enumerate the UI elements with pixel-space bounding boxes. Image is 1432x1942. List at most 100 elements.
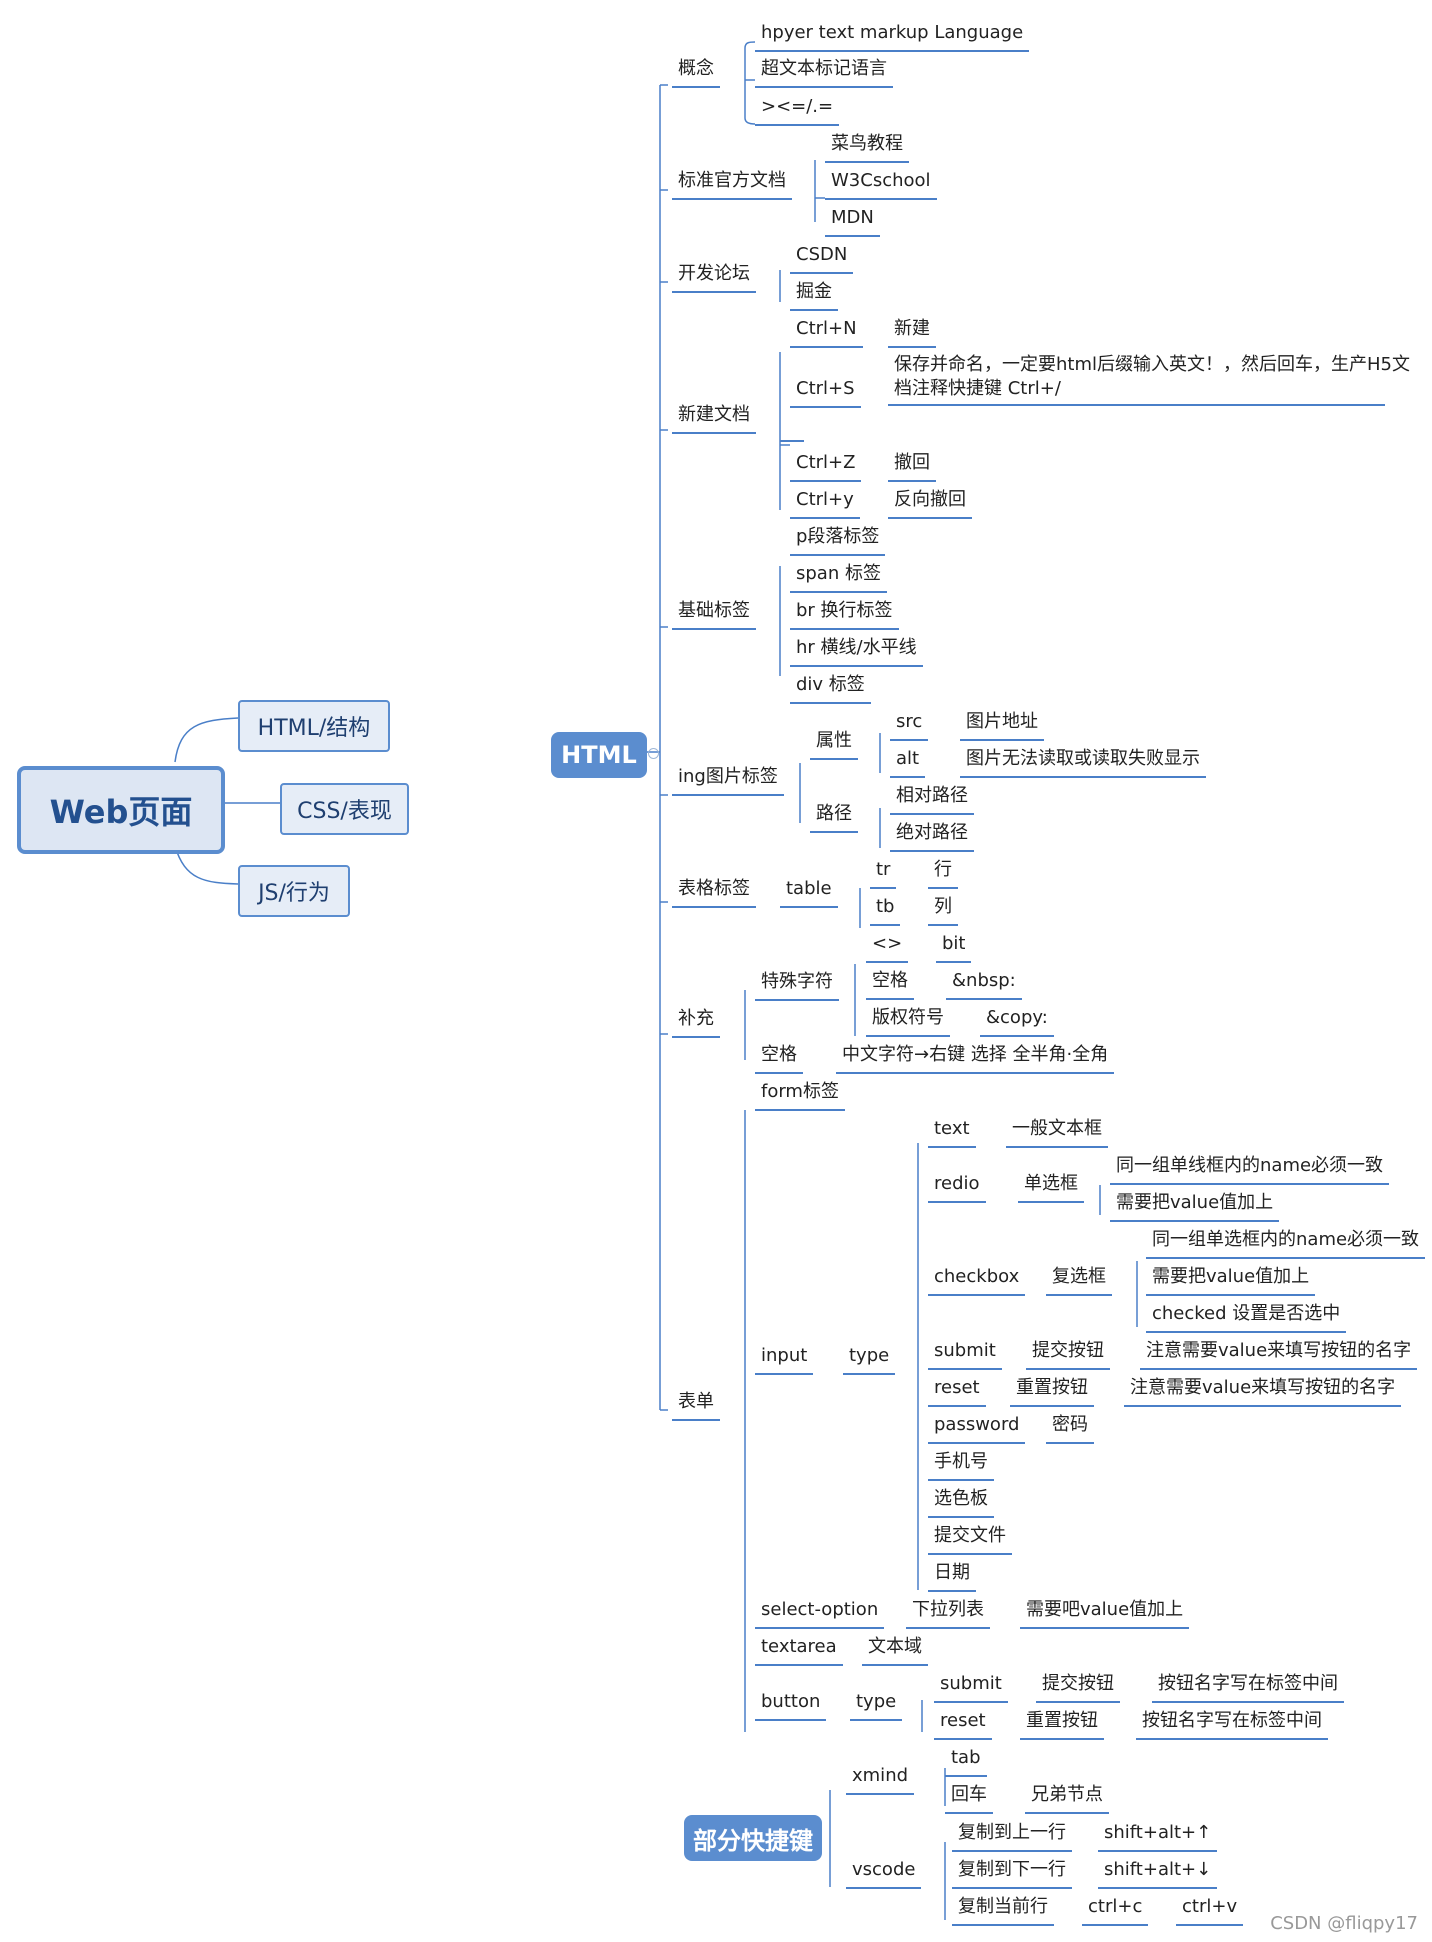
node-supp-lt[interactable]: <> [866, 933, 909, 963]
node-select-val[interactable]: 下拉列表 [906, 1599, 990, 1629]
node-newdoc[interactable]: 新建文档 [672, 404, 756, 434]
node-basic-item[interactable]: span 标签 [790, 563, 887, 593]
node-concept-item[interactable]: ><=/.= [755, 96, 840, 126]
node-js-behavior[interactable]: JS/行为 [238, 865, 350, 917]
node-button-type[interactable]: type [850, 1691, 903, 1721]
node-table-table[interactable]: table [780, 878, 838, 908]
node-docs-item[interactable]: MDN [825, 207, 880, 237]
node-type-phone[interactable]: 手机号 [928, 1451, 994, 1481]
node-type-reset-val[interactable]: 重置按钮 [1010, 1377, 1094, 1407]
node-button-submit-note[interactable]: 按钮名字写在标签中间 [1152, 1673, 1344, 1703]
node-xmind-enter[interactable]: 回车 [945, 1784, 993, 1814]
node-supp-special[interactable]: 特殊字符 [755, 971, 839, 1001]
node-vscode-cur-val[interactable]: ctrl+v [1176, 1896, 1244, 1926]
node-type-file[interactable]: 提交文件 [928, 1525, 1012, 1555]
node-type-password[interactable]: password [928, 1414, 1026, 1444]
node-basic-item[interactable]: p段落标签 [790, 526, 886, 556]
node-newdoc-val[interactable]: 反向撤回 [888, 489, 972, 519]
node-img-src[interactable]: src [890, 711, 929, 741]
node-vscode-up[interactable]: 复制到上一行 [952, 1822, 1072, 1852]
collapse-icon[interactable] [648, 748, 659, 759]
node-docs-item[interactable]: W3Cschool [825, 170, 937, 200]
node-concept[interactable]: 概念 [672, 58, 720, 88]
node-img[interactable]: ing图片标签 [672, 766, 784, 796]
node-newdoc-key[interactable]: Ctrl+Z [790, 452, 862, 482]
node-supp-copy-val[interactable]: &copy: [980, 1007, 1054, 1037]
node-checkbox-note[interactable]: 同一组单选框内的name必须一致 [1146, 1229, 1426, 1259]
node-basic-item[interactable]: br 换行标签 [790, 600, 899, 630]
node-button[interactable]: button [755, 1691, 827, 1721]
node-submit-note[interactable]: 注意需要value来填写按钮的名字 [1140, 1340, 1418, 1370]
node-img-alt[interactable]: alt [890, 748, 926, 778]
empty-node[interactable] [780, 440, 804, 442]
node-css-presentation[interactable]: CSS/表现 [280, 783, 409, 835]
node-img-path[interactable]: 路径 [810, 803, 858, 833]
node-select[interactable]: select-option [755, 1599, 885, 1629]
node-table[interactable]: 表格标签 [672, 878, 756, 908]
node-img-rel[interactable]: 相对路径 [890, 785, 974, 815]
node-button-submit-val[interactable]: 提交按钮 [1036, 1673, 1120, 1703]
node-table-tr[interactable]: tr [870, 859, 897, 889]
node-button-reset[interactable]: reset [934, 1710, 992, 1740]
node-supp[interactable]: 补充 [672, 1008, 720, 1038]
node-newdoc-val[interactable]: 保存并命名，一定要html后缀输入英文！，然后回车，生产H5文 [894, 354, 1410, 375]
node-supp-copy[interactable]: 版权符号 [866, 1007, 950, 1037]
node-table-tb-val[interactable]: 列 [928, 896, 958, 926]
node-html-main[interactable]: HTML [551, 732, 647, 778]
node-html-structure[interactable]: HTML/结构 [238, 700, 390, 752]
node-type-submit-val[interactable]: 提交按钮 [1026, 1340, 1110, 1370]
node-vscode[interactable]: vscode [846, 1859, 922, 1889]
node-forums[interactable]: 开发论坛 [672, 263, 756, 293]
node-form[interactable]: 表单 [672, 1391, 720, 1421]
node-type-submit[interactable]: submit [928, 1340, 1002, 1370]
node-basic-item[interactable]: div 标签 [790, 674, 871, 704]
node-type-checkbox[interactable]: checkbox [928, 1266, 1026, 1296]
node-type-checkbox-val[interactable]: 复选框 [1046, 1266, 1112, 1296]
node-forum-item[interactable]: 掘金 [790, 281, 838, 311]
node-xmind[interactable]: xmind [846, 1765, 915, 1795]
node-newdoc-val[interactable]: 档注释快捷键 Ctrl+/ [894, 378, 1061, 399]
node-newdoc-key[interactable]: Ctrl+y [790, 489, 860, 519]
node-vscode-down-val[interactable]: shift+alt+↓ [1098, 1859, 1218, 1889]
node-button-submit[interactable]: submit [934, 1673, 1008, 1703]
node-supp-space2-val[interactable]: 中文字符→右键 选择 全半角·全角 [836, 1044, 1115, 1074]
node-vscode-up-val[interactable]: shift+alt+↑ [1098, 1822, 1218, 1852]
node-type-redio-val[interactable]: 单选框 [1018, 1173, 1084, 1203]
node-form-type[interactable]: type [843, 1345, 896, 1375]
node-img-src-val[interactable]: 图片地址 [960, 711, 1044, 741]
node-basic-item[interactable]: hr 横线/水平线 [790, 637, 923, 667]
node-newdoc-key[interactable]: Ctrl+N [790, 318, 863, 348]
node-textarea[interactable]: textarea [755, 1636, 843, 1666]
node-button-reset-note[interactable]: 按钮名字写在标签中间 [1136, 1710, 1328, 1740]
node-basic[interactable]: 基础标签 [672, 600, 756, 630]
node-type-text-val[interactable]: 一般文本框 [1006, 1118, 1108, 1148]
node-img-abs[interactable]: 绝对路径 [890, 822, 974, 852]
node-concept-item[interactable]: hpyer text markup Language [755, 22, 1030, 52]
node-newdoc-val[interactable]: 撤回 [888, 452, 936, 482]
node-type-text[interactable]: text [928, 1118, 976, 1148]
node-vscode-cur[interactable]: 复制当前行 [952, 1896, 1054, 1926]
node-type-date[interactable]: 日期 [928, 1562, 976, 1592]
node-checkbox-note[interactable]: checked 设置是否选中 [1146, 1303, 1347, 1333]
node-newdoc-key[interactable]: Ctrl+S [790, 378, 861, 408]
node-docs[interactable]: 标准官方文档 [672, 170, 792, 200]
node-vscode-down[interactable]: 复制到下一行 [952, 1859, 1072, 1889]
node-supp-space2[interactable]: 空格 [755, 1044, 803, 1074]
node-xmind-enter-val[interactable]: 兄弟节点 [1025, 1784, 1109, 1814]
root-node[interactable]: Web页面 [17, 766, 225, 854]
node-textarea-val[interactable]: 文本域 [862, 1636, 928, 1666]
node-newdoc-val[interactable]: 新建 [888, 318, 936, 348]
node-xmind-tab[interactable]: tab [945, 1747, 987, 1777]
node-img-alt-val[interactable]: 图片无法读取或读取失败显示 [960, 748, 1206, 778]
node-vscode-cur-val[interactable]: ctrl+c [1082, 1896, 1149, 1926]
node-button-reset-val[interactable]: 重置按钮 [1020, 1710, 1104, 1740]
node-form-input[interactable]: input [755, 1345, 814, 1375]
node-type-redio[interactable]: redio [928, 1173, 986, 1203]
node-supp-space-val[interactable]: &nbsp: [946, 970, 1022, 1000]
node-reset-note[interactable]: 注意需要value来填写按钮的名字 [1124, 1377, 1402, 1407]
node-redio-note[interactable]: 需要把value值加上 [1110, 1192, 1280, 1222]
node-form-tag[interactable]: form标签 [755, 1081, 845, 1111]
node-supp-lt-val[interactable]: bit [936, 933, 972, 963]
node-forum-item[interactable]: CSDN [790, 244, 854, 274]
node-concept-item[interactable]: 超文本标记语言 [755, 58, 893, 88]
